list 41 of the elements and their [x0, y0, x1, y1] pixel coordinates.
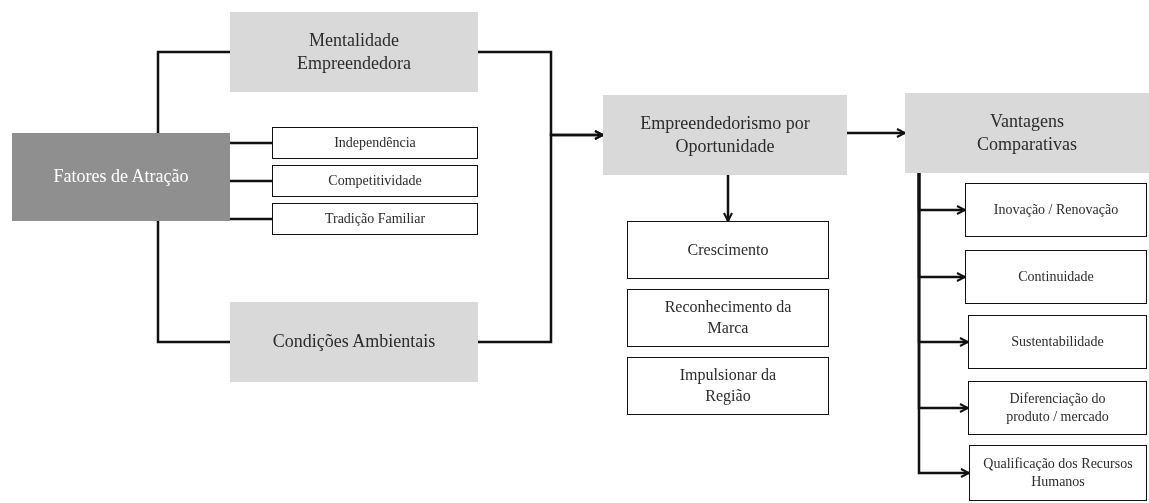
item-box [272, 165, 478, 197]
connector-arrow [917, 173, 970, 478]
connector-arrow [478, 130, 604, 344]
item-box [627, 221, 829, 279]
node-label: Tradição Familiar [324, 209, 426, 228]
node-label: Empreendedorismo por Oportunidade [639, 111, 811, 158]
node-label: Sustentabilidade [1011, 332, 1104, 351]
node-label: Impulsionar da Região [678, 365, 778, 407]
node-label: Vantagens Comparativas [976, 109, 1078, 156]
node-label: Condições Ambientais [272, 330, 436, 354]
item-box [965, 250, 1147, 304]
node-label: Continuidade [1018, 267, 1094, 286]
item-box [968, 381, 1147, 435]
item-box [627, 357, 829, 415]
category-box [603, 95, 847, 175]
item-box [627, 289, 829, 347]
node-label: Independência [334, 133, 416, 152]
node-label: Inovação / Renovação [993, 200, 1119, 219]
item-box [272, 203, 478, 235]
category-box [230, 12, 478, 92]
item-box [272, 127, 478, 159]
connector-line [230, 217, 272, 221]
category-box [905, 93, 1149, 173]
connector-line [230, 179, 272, 183]
item-box [965, 183, 1147, 237]
node-label: Qualificação dos Recursos Humanos [983, 454, 1133, 491]
node-label: Diferenciação do produto / mercado [1005, 389, 1110, 426]
connector-line [156, 50, 230, 133]
connector-arrow [723, 175, 733, 222]
item-box [968, 315, 1147, 369]
node-label: Competitividade [328, 171, 422, 190]
category-box [230, 302, 478, 382]
node-label: Fatores de Atração [53, 165, 189, 189]
node-label: Crescimento [687, 239, 769, 260]
node-label: Reconhecimento da Marca [663, 297, 793, 338]
connector-line [230, 141, 272, 145]
connector-arrow [847, 128, 906, 138]
connector-line [156, 221, 230, 344]
category-box [12, 133, 230, 221]
item-box [969, 445, 1147, 501]
node-label: Mentalidade Empreendedora [296, 28, 412, 75]
